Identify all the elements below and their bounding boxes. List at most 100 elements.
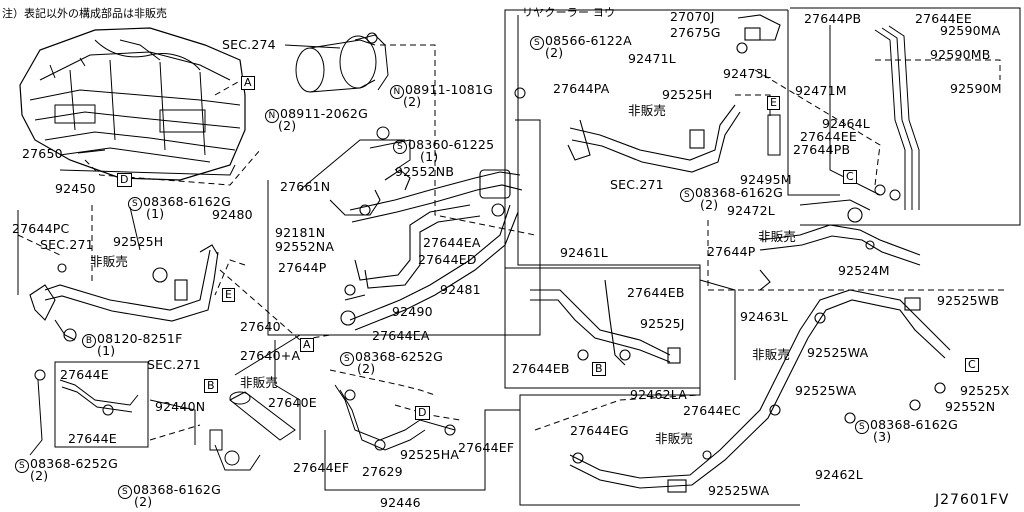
not-sold-label: 非販売 [90, 254, 129, 269]
rear-cooler-title: リヤクーラー ヨウ [522, 6, 616, 19]
part-27644ef: 27644EF [293, 460, 350, 475]
part-92525wa: 92525WA [807, 345, 869, 360]
part-92552na: 92552NA [275, 239, 335, 254]
ref-marker-d: D [117, 173, 132, 187]
part-92552nb: 92552NB [395, 164, 455, 179]
part-27644eg: 27644EG [570, 423, 629, 438]
bolt-qty: (2) [134, 494, 153, 509]
bolt-qty: (2) [357, 361, 376, 376]
part-27644e: 27644E [68, 431, 117, 446]
bolt-qty: (3) [873, 429, 892, 444]
part-92524m: 92524M [838, 263, 890, 278]
part-27644ee: 27644EE [800, 129, 857, 144]
ref-marker-b: B [204, 379, 218, 393]
part-92462la: 92462LA [630, 387, 687, 402]
part-27650: 27650 [22, 146, 63, 161]
part-27644pb: 27644PB [793, 142, 851, 157]
ac-hose-assembly [329, 169, 523, 331]
ref-marker-b: B [592, 362, 606, 376]
part-92473l: 92473L [723, 66, 771, 81]
bolt-qty: (1) [420, 149, 439, 164]
part-27644pb: 27644PB [804, 11, 862, 26]
ref-marker-a: A [300, 338, 314, 352]
sec-271-label-a: SEC.271 [40, 237, 94, 252]
part-27644ee: 27644EE [915, 11, 972, 26]
part-27644e: 27644E [60, 367, 109, 382]
part-92440n: 92440N [155, 399, 206, 414]
ref-marker-e: E [767, 96, 781, 110]
part-92590ma: 92590MA [940, 23, 1001, 38]
receiver-drier-drawing [209, 391, 296, 471]
left-pipe-drawing [29, 244, 219, 342]
part-27640e: 27640E [268, 395, 317, 410]
ref-marker-d: D [415, 406, 430, 420]
sec-271-label-c: SEC.271 [610, 177, 664, 192]
part-92471m: 92471M [795, 83, 847, 98]
part-27644ec: 27644EC [683, 403, 741, 418]
part-92490: 92490 [392, 304, 433, 319]
part-92525h: 92525H [113, 234, 164, 249]
part-27644p: 27644P [707, 244, 756, 259]
part-27675g: 27675G [670, 25, 721, 40]
part-92525wa: 92525WA [795, 383, 857, 398]
part-92181n: 92181N [275, 225, 326, 240]
diagram-code: J27601FV [935, 492, 1010, 508]
part-92495m: 92495M [740, 172, 792, 187]
part-92480: 92480 [212, 207, 253, 222]
ref-marker-c: C [843, 170, 857, 184]
part-27644eb: 27644EB [627, 285, 685, 300]
part-92552n: 92552N [945, 399, 996, 414]
hose-92440n-drawing [29, 369, 139, 456]
part-27644ea: 27644EA [372, 328, 430, 343]
ref-marker-a: A [241, 76, 255, 90]
part-27644eb: 27644EB [512, 361, 570, 376]
part-92590mb: 92590MB [930, 47, 991, 62]
not-sold-label: 非販売 [628, 103, 667, 118]
part-27644p: 27644P [278, 260, 327, 275]
part-92446: 92446 [380, 495, 421, 510]
footnote: 注）表記以外の構成部品は非販売 [2, 7, 167, 20]
not-sold-label: 非販売 [240, 375, 279, 390]
ref-marker-e: E [222, 288, 236, 302]
ref-marker-c: C [965, 358, 979, 372]
bolt-qty: (1) [97, 343, 116, 358]
part-92450: 92450 [55, 181, 96, 196]
part-27640: 27640 [240, 319, 281, 334]
bolt-qty: (2) [700, 197, 719, 212]
bolt-qty: (2) [545, 45, 564, 60]
part-92525j: 92525J [640, 316, 685, 331]
part-27644ea: 27644EA [423, 235, 481, 250]
not-sold-label: 非販売 [752, 347, 791, 362]
part-27644pa: 27644PA [553, 81, 610, 96]
part-27644ef: 27644EF [458, 440, 515, 455]
not-sold-label: 非販売 [655, 431, 694, 446]
sec-271-label-b: SEC.271 [147, 357, 201, 372]
rear-cooler-pipe-drawing [567, 14, 781, 173]
part-27644ed: 27644ED [418, 252, 477, 267]
part-92481: 92481 [440, 282, 481, 297]
part-92525x: 92525X [960, 383, 1010, 398]
part-92590m: 92590M [950, 81, 1002, 96]
bolt-qty: (2) [278, 118, 297, 133]
compressor-drawing [295, 32, 389, 93]
part-92471l: 92471L [628, 51, 676, 66]
bolt-qty: (2) [403, 94, 422, 109]
part-27070j: 27070J [670, 9, 715, 24]
part-92525ha: 92525HA [400, 447, 460, 462]
part-92525wa: 92525WA [708, 483, 770, 498]
evaporator-unit-drawing [19, 27, 246, 181]
pipe-92472l-drawing [759, 207, 921, 291]
part-92472l: 92472L [727, 203, 775, 218]
pipes-92590m-drawing [874, 25, 920, 210]
